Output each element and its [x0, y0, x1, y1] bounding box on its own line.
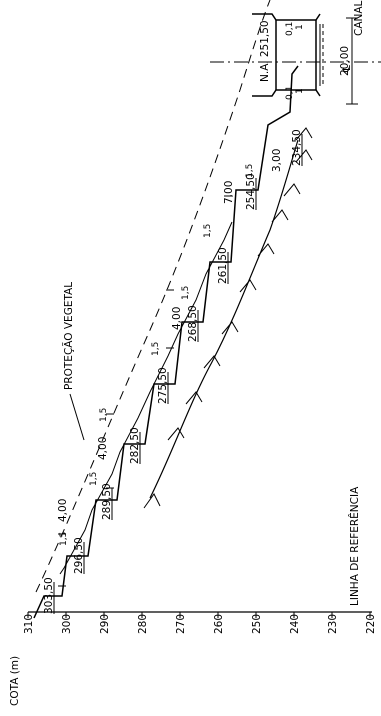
elevation-label: 289,50	[101, 483, 113, 520]
original-terrain-dashed	[35, 0, 271, 593]
rock-hatching	[143, 127, 313, 509]
slope-labels: 1,5 1,5 1,5 1,5 1,5 1,5 1,5	[59, 164, 255, 546]
axis-tick-label: 260	[213, 614, 225, 634]
elevation-labels: 303,50 296,50 289,50 282,50 275,50 268,50 261,…	[43, 129, 303, 614]
slope-ratio-label: 1,5	[245, 164, 255, 178]
axis-tick-label: 300	[61, 614, 73, 634]
canal-slope-top-ratio: 0,1	[285, 22, 295, 36]
slope-ratio-label: 1,5	[99, 408, 109, 422]
axis-tick-label: 240	[289, 614, 301, 634]
bench-ticks	[58, 195, 232, 587]
water-level-label: N.A. 251,50	[259, 20, 271, 82]
axis-tick-label: 270	[175, 614, 187, 634]
elevation-label: 275,50	[157, 367, 169, 404]
axis-tick-label: 310	[23, 614, 35, 634]
elevation-label: 303,50	[43, 577, 55, 614]
canal-slope-bottom-ratio: 0,1	[285, 86, 295, 100]
elevation-label: 254,50	[245, 173, 257, 210]
excavation-profile	[33, 65, 299, 619]
canal-width-label: 20,00	[339, 46, 351, 76]
berm-width-label: 4,00	[97, 437, 109, 460]
reference-line-label: LINHA DE REFERÊNCIA	[348, 486, 361, 606]
elevation-label: 282,50	[129, 427, 141, 464]
canal-section	[252, 13, 358, 105]
elevation-label: 296,50	[73, 537, 85, 574]
slope-ratio-label: 1,5	[59, 532, 69, 546]
berm-width-label: 4,00	[57, 499, 69, 522]
centerline-symbol: ℄	[341, 65, 353, 73]
axis-tick-label: 230	[327, 614, 339, 634]
berm-width-label: 7,00	[223, 181, 235, 204]
slope-ratio-label: 1,5	[151, 342, 161, 356]
axis-tick-label: 250	[251, 614, 263, 634]
elevation-label: 261,50	[217, 247, 229, 284]
canal-slope-bottom-one: 1	[295, 88, 305, 94]
berm-width-label: 3,00	[271, 149, 283, 172]
axis-title: COTA (m)	[9, 656, 21, 706]
berm-labels: 4,00 4,00 4,00 7,00 3,00	[57, 149, 283, 522]
canal-slope-top-one: 1	[295, 24, 305, 30]
vegetation-leader	[69, 393, 85, 441]
berm-width-label: 4,00	[171, 307, 183, 330]
axis-tick-label: 220	[365, 614, 377, 634]
slope-ratio-label: 1,5	[203, 224, 213, 238]
axis-tick-label: 290	[99, 614, 111, 634]
axis-tick-label: 280	[137, 614, 149, 634]
rock-contact-line	[149, 139, 299, 499]
slope-ratio-label: 1,5	[181, 286, 191, 300]
elevation-label: 234,50	[291, 129, 303, 166]
elevation-axis: 310 300 290 280 270 260 250 240 230 220 COTA (m)	[9, 611, 377, 706]
elevation-label: 268,50	[187, 305, 199, 342]
slope-inner-line	[59, 221, 233, 575]
slope-ratio-label: 1,5	[89, 472, 99, 486]
canal-label: CANAL	[353, 0, 365, 36]
vegetation-label: PROTEÇÃO VEGETAL	[62, 282, 75, 390]
